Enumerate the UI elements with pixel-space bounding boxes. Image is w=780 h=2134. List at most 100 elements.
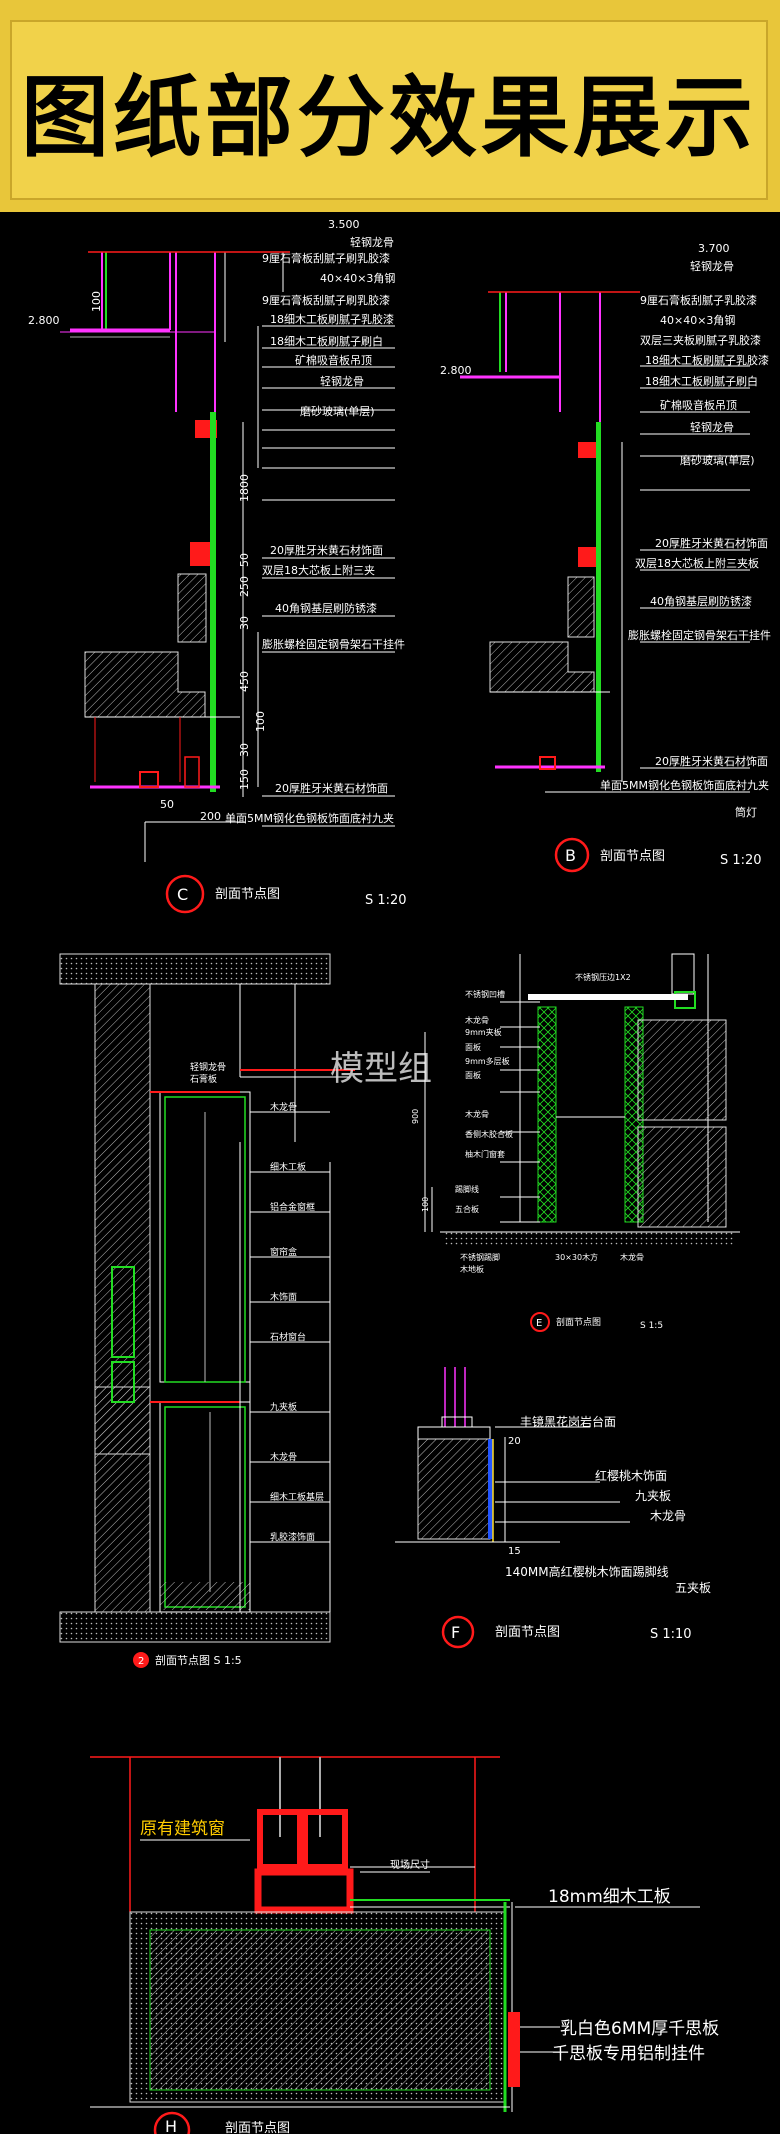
svg-text:50: 50	[160, 798, 174, 811]
label-b-14: 单面5MM钢化色钢板饰面底衬九夹	[600, 778, 769, 792]
dim-f-1: 15	[508, 1546, 521, 1557]
label-2-8: 九夹板	[270, 1401, 297, 1413]
banner-title: 图纸部分效果展示	[20, 65, 757, 169]
detail-e: 不锈钢压边1X2 不锈钢凹槽 木龙骨 9mm夹板 面板 9mm多层板 面板 木龙…	[411, 953, 740, 1332]
label-e-6: 面板	[465, 1070, 481, 1080]
level-side-b: 2.800	[440, 364, 472, 377]
label-b-10: 双层18大芯板上附三夹板	[635, 556, 759, 570]
window-frame	[302, 1809, 348, 1870]
detail-c: 3.500 2.800 轻钢龙骨 9厘石膏板刮腻子刷乳胶漆 40×40×3角钢 …	[28, 218, 407, 914]
label-2-1: 石膏板	[190, 1073, 217, 1085]
window-sill-block	[254, 1868, 354, 1914]
detail-2-number: 2	[138, 1656, 144, 1667]
svg-text:50: 50	[238, 553, 251, 567]
watermark: 模型组	[330, 1049, 432, 1089]
label-e-4: 面板	[465, 1042, 481, 1052]
label-h-4: 千思板专用铝制挂件	[552, 2044, 705, 2064]
label-e-3: 9mm夹板	[465, 1027, 502, 1037]
label-b-15: 筒灯	[735, 805, 757, 819]
label-e-5: 9mm多层板	[465, 1056, 510, 1066]
label-c-7: 轻钢龙骨	[320, 374, 364, 388]
label-c-5: 18细木工板刷腻子刷白	[270, 334, 383, 348]
label-b-7: 轻钢龙骨	[690, 420, 734, 434]
detail-b-title: 剖面节点图	[600, 849, 665, 864]
label-f-1: 红樱桃木饰面	[595, 1468, 667, 1483]
label-2-7: 石材窗台	[270, 1331, 306, 1343]
svg-text:1800: 1800	[238, 474, 251, 502]
label-e-14: 木龙骨	[620, 1252, 644, 1262]
label-f-5: 五夹板	[675, 1581, 711, 1595]
label-h-0: 原有建筑窗	[140, 1819, 225, 1839]
detail-h-title: 剖面节点图	[225, 2121, 290, 2134]
detail-h-marker	[153, 2111, 191, 2134]
label-b-11: 40角钢基层刷防锈漆	[650, 594, 752, 608]
dim-e-1: 100	[421, 1197, 430, 1212]
detail-c-marker	[165, 874, 205, 914]
svg-text:30: 30	[238, 743, 251, 757]
label-c-1: 9厘石膏板刮腻子刷乳胶漆	[262, 251, 390, 265]
detail-b-scale: S 1:20	[720, 853, 762, 868]
label-b-13: 20厚胜牙米黄石材饰面	[655, 754, 768, 768]
level-top-b: 3.700	[698, 242, 730, 255]
detail-f-letter: F	[451, 1623, 460, 1642]
label-e-8: 香侧木胶合板	[465, 1129, 513, 1139]
label-f-0: 丰镜黑花岗岩台面	[520, 1414, 616, 1429]
cad-drawing-sheet: 3.500 2.800 轻钢龙骨 9厘石膏板刮腻子刷乳胶漆 40×40×3角钢 …	[28, 218, 771, 2134]
detail-f-scale: S 1:10	[650, 1627, 692, 1642]
svg-text:150: 150	[238, 769, 251, 790]
label-2-0: 轻钢龙骨	[190, 1061, 226, 1073]
detail-f-marker	[441, 1615, 475, 1649]
label-2-5: 窗帘盒	[270, 1246, 297, 1258]
label-2-9: 木龙骨	[270, 1451, 297, 1463]
svg-text:100: 100	[90, 291, 103, 312]
label-e-12: 不锈钢踢脚	[460, 1252, 500, 1262]
detail-b-marker	[554, 837, 590, 873]
label-e-10: 踢脚线	[455, 1184, 479, 1194]
detail-2-marker	[133, 1652, 149, 1668]
label-e-15: 木地板	[460, 1264, 484, 1274]
detail-e-scale: S 1:5	[640, 1321, 663, 1331]
detail-e-marker	[530, 1312, 550, 1332]
label-b-5: 18细木工板刷腻子刷白	[645, 374, 758, 388]
label-h-1: 现场尺寸	[390, 1858, 430, 1871]
banner-frame: 图纸部分效果展示	[10, 20, 768, 200]
label-e-11: 五合板	[455, 1204, 479, 1214]
window-frame	[257, 1809, 303, 1870]
svg-text:100: 100	[254, 711, 267, 732]
label-c-2: 40×40×3角钢	[320, 272, 395, 285]
label-c-13: 20厚胜牙米黄石材饰面	[275, 781, 388, 795]
level-side-c: 2.800	[28, 314, 60, 327]
detail-f-title: 剖面节点图	[495, 1625, 560, 1640]
dim-e-0: 900	[411, 1109, 420, 1124]
label-c-0: 轻钢龙骨	[350, 235, 394, 249]
label-b-0: 轻钢龙骨	[690, 259, 734, 273]
label-f-2: 九夹板	[635, 1489, 671, 1503]
dim-f-0: 20	[508, 1436, 521, 1447]
label-b-9: 20厚胜牙米黄石材饰面	[655, 536, 768, 550]
label-b-1: 9厘石膏板刮腻子乳胶漆	[640, 293, 757, 307]
label-c-8: 磨砂玻璃(单层)	[300, 404, 375, 418]
detail-c-title: 剖面节点图	[215, 887, 280, 902]
svg-text:30: 30	[238, 616, 251, 630]
label-e-1: 不锈钢凹槽	[465, 989, 505, 999]
detail-e-letter: E	[536, 1318, 542, 1329]
label-b-2: 40×40×3角钢	[660, 314, 735, 327]
label-e-0: 不锈钢压边1X2	[575, 972, 631, 982]
label-e-2: 木龙骨	[465, 1015, 489, 1025]
detail-f: 丰镜黑花岗岩台面 红樱桃木饰面 九夹板 木龙骨 140MM高红樱桃木饰面踢脚线 …	[395, 1367, 711, 1649]
label-f-3: 木龙骨	[650, 1509, 686, 1523]
dims-c: 100 1800 50 250 30 450 100 30 150 50 200	[90, 291, 267, 823]
label-c-12: 膨胀螺栓固定钢骨架石干挂件	[262, 637, 405, 651]
label-c-6: 矿棉吸音板吊顶	[295, 353, 372, 367]
detail-2-title: 剖面节点图 S 1:5	[155, 1653, 242, 1667]
label-2-6: 木饰面	[270, 1291, 297, 1303]
label-b-8: 磨砂玻璃(单层)	[680, 453, 755, 467]
label-h-2: 18mm细木工板	[548, 1887, 671, 1907]
label-b-12: 膨胀螺栓固定钢骨架石干挂件	[628, 628, 771, 642]
level-top-c: 3.500	[328, 218, 360, 231]
svg-text:200: 200	[200, 810, 221, 823]
label-2-3: 细木工板	[270, 1161, 306, 1173]
label-c-14: 单面5MM钢化色钢板饰面底衬九夹	[225, 811, 394, 825]
label-2-2: 木龙骨	[270, 1101, 297, 1113]
detail-b-letter: B	[565, 846, 576, 865]
